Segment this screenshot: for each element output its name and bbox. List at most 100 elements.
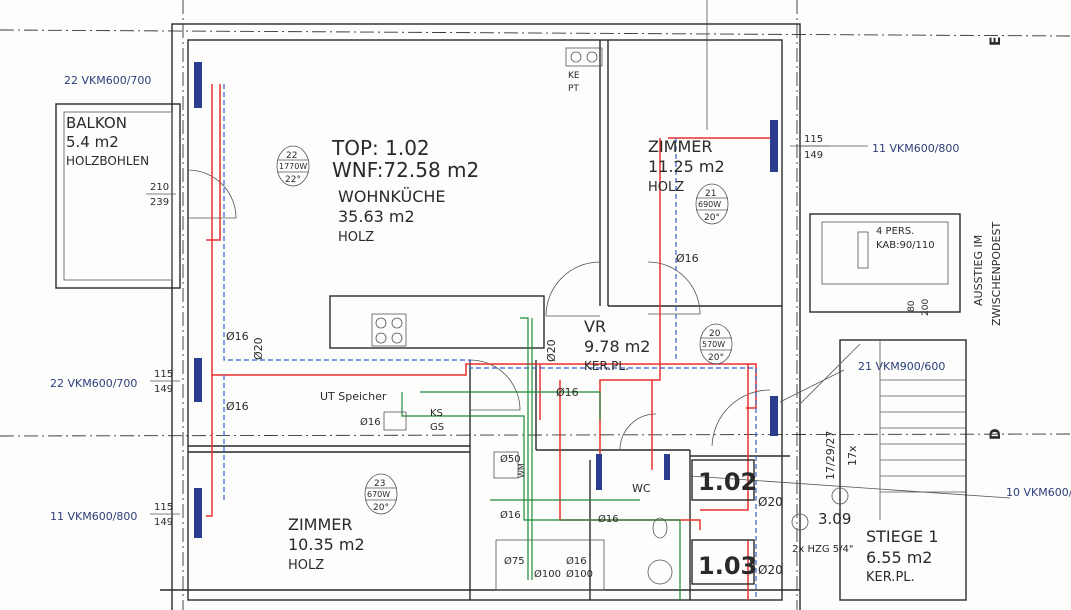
label-windows-w-low-top: 115 <box>154 502 173 513</box>
label-heaters-wohnkueche-watt: 1770W <box>279 162 307 171</box>
radiator-2 <box>194 358 202 402</box>
boiler <box>647 559 673 585</box>
label-pipes-d16-d: Ø16 <box>556 386 579 399</box>
label-windows-w-low-bot: 149 <box>154 517 173 528</box>
wohnkueche-floor: HOLZ <box>338 230 374 245</box>
stair-steps: 17x <box>846 445 859 466</box>
radiator-3 <box>194 488 202 538</box>
zimmer-bottom-floor: HOLZ <box>288 558 324 573</box>
label-pipes-d100-a: Ø100 <box>534 568 561 580</box>
apt-box-102 <box>691 459 755 501</box>
vr-area: 9.78 m2 <box>584 337 650 356</box>
ausstieg-line2: ZWISCHENPODEST <box>990 222 1003 326</box>
lift-cabin-size: KAB:90/110 <box>876 240 935 251</box>
label-windows-lift-top: 80 <box>907 300 917 312</box>
label-pipes-d16-a: Ø16 <box>676 252 699 265</box>
label-heaters-zimmer-bottom-num: 23 <box>374 479 385 489</box>
top-wnf: WNF:72.58 m2 <box>332 158 479 182</box>
label-pipes-d16-h: Ø16 <box>566 555 587 567</box>
ke-pt-outlet: KE PT <box>565 47 603 94</box>
lift-persons: 4 PERS. <box>876 226 914 237</box>
ut-speicher-label: UT Speicher <box>320 390 387 403</box>
label-heaters-zimmer-bottom-temp: 20° <box>373 503 389 513</box>
toilet <box>652 517 668 539</box>
wohnkueche-area: 35.63 m2 <box>338 207 415 226</box>
stiege-name: STIEGE 1 <box>866 527 939 546</box>
axis-line-top <box>0 29 1071 37</box>
stove <box>371 313 407 347</box>
door-zimmer-top <box>647 261 701 315</box>
vr-name: VR <box>584 317 606 336</box>
label-labels-wm: WM <box>517 463 526 478</box>
label-pipes-d100-b: Ø100 <box>566 568 593 580</box>
label-heaters-zimmer-top-num: 21 <box>705 189 716 199</box>
hzg-label: 2x HZG 5/4" <box>792 544 853 555</box>
radiator-label-5: 21 VKM900/600 <box>858 360 945 373</box>
label-heaters-wohnkueche-temp: 22° <box>285 175 301 185</box>
inner-wall-face <box>187 39 783 601</box>
zimmer-bottom-name: ZIMMER <box>288 515 353 534</box>
sink <box>383 411 407 431</box>
lift-shaft <box>809 213 961 313</box>
label-labels-gs: GS <box>430 422 444 433</box>
axis-label-e: E <box>988 36 1004 46</box>
axis-label-d: D <box>988 428 1004 440</box>
label-heaters-zimmer-top-temp: 20° <box>704 213 720 223</box>
door-stair <box>711 389 771 447</box>
kitchen-counter <box>329 295 545 349</box>
door-bath <box>469 359 521 411</box>
window-dim-zimmer: 115 149 <box>800 134 830 161</box>
label-heaters-zimmer-top-watt: 690W <box>698 200 721 209</box>
label-heaters-vr-watt: 570W <box>702 340 725 349</box>
balcony-area: 5.4 m2 <box>66 133 119 151</box>
apt-number-103: 1.03 <box>698 552 757 580</box>
zimmer-top-area: 11.25 m2 <box>648 157 725 176</box>
stiege-floor: KER.PL. <box>866 570 915 585</box>
ausstieg-line1: AUSSTIEG IM <box>972 235 985 306</box>
radiator-1 <box>194 62 202 108</box>
label-windows-zim-top: 115 <box>804 134 823 145</box>
door-kitchen <box>545 261 601 317</box>
window-dim-balkon-top: 210 <box>150 182 169 193</box>
label-ke: KE <box>568 71 580 81</box>
zimmer-top-name: ZIMMER <box>648 137 713 156</box>
heater-marker-zimmer-top: 21 690W 20° <box>695 183 729 225</box>
balcony-outline <box>55 103 181 289</box>
window-dim-mid: 115 149 <box>150 369 180 395</box>
radiator-label-1: 22 VKM600/700 <box>64 74 151 87</box>
balcony-floor: HOLZBOHLEN <box>66 154 149 168</box>
wc-label: WC <box>632 482 651 495</box>
balcony-label: BALKON 5.4 m2 HOLZBOHLEN <box>66 114 149 168</box>
label-windows-lift-bot: 200 <box>921 299 931 316</box>
label-pipes-d16-c: Ø16 <box>226 400 249 413</box>
balcony-inner <box>63 111 173 281</box>
label-pipes-d50: Ø50 <box>500 453 521 465</box>
label-heaters-zimmer-bottom-watt: 670W <box>367 490 390 499</box>
window-dim-balkon-bot: 239 <box>150 197 169 208</box>
label-labels-ks: KS <box>430 408 443 419</box>
radiator-4 <box>770 120 778 172</box>
label-heaters-vr-temp: 20° <box>708 353 724 363</box>
heater-marker-vr: 20 570W 20° <box>699 323 733 365</box>
label-windows-w-mid-bot: 149 <box>154 384 173 395</box>
radiator-label-6: 10 VKM600/6 <box>1006 486 1071 499</box>
stiege-area: 6.55 m2 <box>866 548 932 567</box>
top-label: TOP: 1.02 <box>331 136 430 160</box>
label-pipes-d75: Ø75 <box>504 555 525 567</box>
heater-marker-zimmer-bottom: 23 670W 20° <box>364 473 398 515</box>
door-balkon <box>187 169 237 219</box>
label-windows-zim-bot: 149 <box>804 150 823 161</box>
radiator-label-4: 11 VKM600/800 <box>872 142 959 155</box>
label-heaters-wohnkueche-num: 22 <box>286 151 297 161</box>
label-pt: PT <box>568 84 579 94</box>
podest-height: 3.09 <box>818 510 851 528</box>
lift-cabin <box>821 221 949 285</box>
label-pipes-d20-a: Ø20 <box>252 337 265 360</box>
stair <box>799 339 967 601</box>
door-wc <box>619 413 657 451</box>
vr-floor: KER.PL. <box>584 359 629 373</box>
radiator-label-3: 11 VKM600/800 <box>50 510 137 523</box>
radiator-5 <box>770 396 778 436</box>
label-heaters-vr-num: 20 <box>709 329 721 339</box>
apt-number-102: 1.02 <box>698 468 757 496</box>
